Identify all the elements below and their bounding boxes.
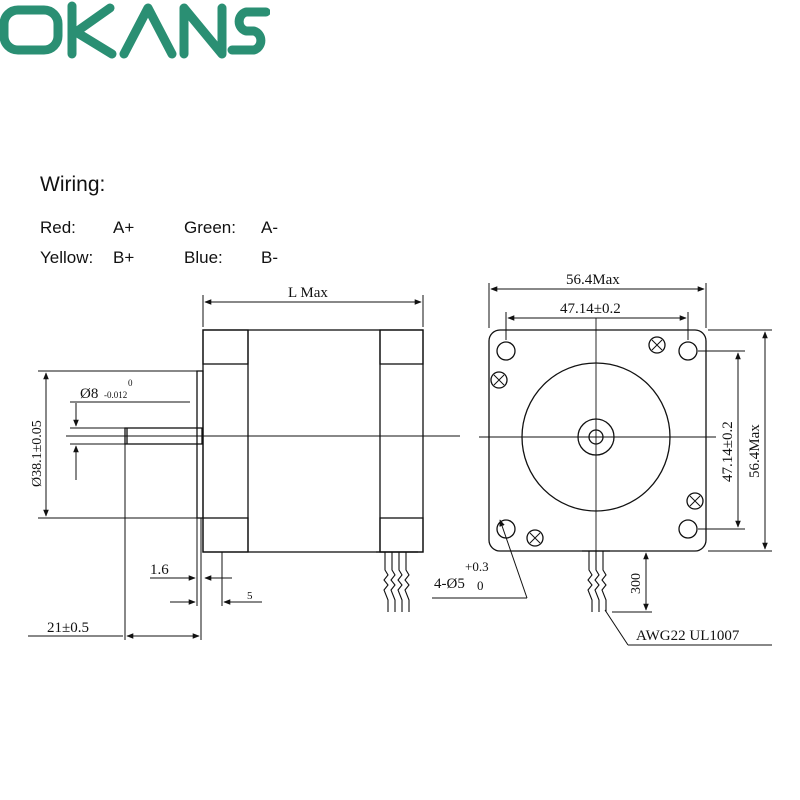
dim-length: L Max [288, 285, 328, 301]
dim-shaft-diameter: Ø8 [80, 386, 98, 402]
wire-blue-signal: B- [261, 248, 278, 267]
dim-flat: 5 [247, 590, 253, 602]
dim-hole-spacing-vertical: 47.14±0.2 [720, 421, 736, 482]
wire-blue-label: Blue: [184, 248, 223, 267]
wire-green-signal: A- [261, 218, 278, 237]
dim-wire-spec: AWG22 UL1007 [636, 628, 740, 644]
dim-hole-spacing: 47.14±0.2 [560, 301, 621, 317]
side-view [66, 329, 460, 612]
wire-green-label: Green: [184, 218, 236, 237]
dim-shaft-tol-upper: 0 [128, 378, 133, 388]
wiring-title: Wiring: [40, 173, 106, 196]
dim-boss-diameter: Ø38.1±0.05 [30, 420, 45, 487]
dim-shaft-tol-lower: -0.012 [104, 390, 127, 400]
wire-red-signal: A+ [113, 218, 135, 237]
dim-flange: 1.6 [150, 562, 169, 578]
dim-body-width: 56.4Max [566, 272, 620, 288]
dim-shaft-length: 21±0.5 [47, 620, 89, 636]
wire-red-label: Red: [40, 218, 76, 237]
dim-holes: 4-Ø5 [434, 576, 465, 592]
dim-lead-length: 300 [629, 573, 644, 594]
dim-holes-tol-upper: +0.3 [465, 559, 489, 574]
dim-holes-tol-lower: 0 [477, 578, 484, 593]
wire-yellow-signal: B+ [113, 248, 135, 267]
front-view [479, 318, 716, 612]
wire-yellow-label: Yellow: [40, 248, 94, 267]
brand-logo [0, 1, 270, 59]
dim-body-height: 56.4Max [747, 424, 763, 478]
